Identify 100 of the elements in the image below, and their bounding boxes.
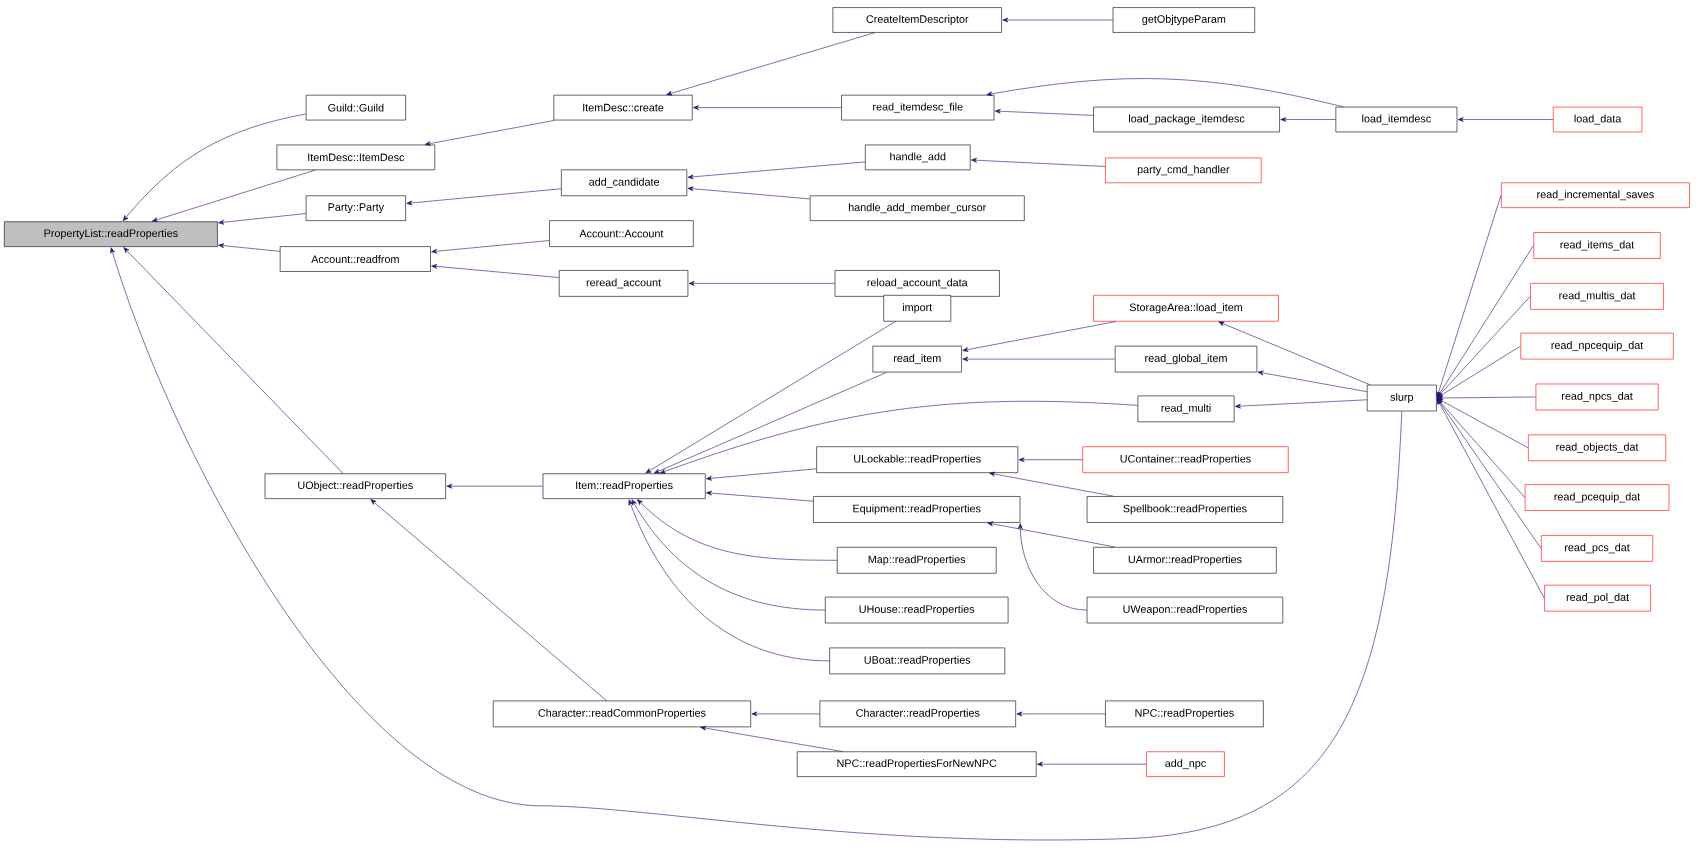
function-box: Item::readProperties [542, 473, 706, 499]
function-box: Guild::Guild [305, 94, 406, 121]
arrow [1235, 399, 1368, 409]
function-box: handle_add [865, 144, 971, 171]
function-box: read_itemdesc_file [841, 94, 995, 121]
arrow [637, 499, 838, 561]
arrow [1037, 761, 1147, 767]
function-box: CreateItemDescriptor [832, 7, 1002, 33]
arrow [666, 32, 875, 96]
function-box: add_npc [1146, 751, 1225, 777]
arrow [706, 468, 817, 481]
function-box: reread_account [558, 270, 689, 297]
arrow [152, 169, 316, 222]
function-box: getObjtypeParam [1112, 7, 1255, 33]
function-box: UWeapon::readProperties [1086, 596, 1284, 624]
function-box: Party::Party [305, 195, 406, 221]
arrow [1016, 711, 1106, 717]
arrow [218, 213, 307, 225]
function-box: read_item [872, 345, 962, 373]
arrow [1257, 370, 1368, 392]
arrow [1018, 457, 1083, 462]
arrow [218, 243, 281, 252]
function-box: handle_add_member_cursor [809, 195, 1025, 221]
arrow [1436, 194, 1502, 398]
function-box: Account::readfrom [279, 246, 431, 272]
arrow [110, 247, 1403, 841]
function-box: NPC::readPropertiesForNewNPC [796, 751, 1037, 777]
arrow [1437, 296, 1531, 398]
function-box: load_itemdesc [1335, 106, 1458, 133]
arrow [123, 247, 344, 474]
function-box: slurp [1366, 384, 1437, 412]
function-box: read_multi [1137, 395, 1235, 423]
function-box: Character::readCommonProperties [492, 700, 751, 728]
function-box: read_pol_dat [1544, 584, 1651, 612]
arrow [987, 521, 1116, 548]
arrow [687, 161, 866, 180]
arrow [1017, 523, 1088, 611]
arrow [370, 499, 607, 701]
function-box: load_data [1552, 106, 1643, 133]
arrow [693, 105, 842, 110]
function-box: Spellbook::readProperties [1086, 496, 1284, 523]
arrow [431, 240, 550, 254]
function-box: StorageArea::load_item [1093, 294, 1279, 322]
arrow [406, 188, 562, 206]
arrow [1457, 117, 1554, 122]
arrow [1436, 245, 1534, 398]
function-box: read_items_dat [1533, 232, 1661, 259]
function-box: UHouse::readProperties [825, 596, 1009, 624]
arrow [1280, 117, 1336, 122]
arrow [986, 78, 1344, 107]
arrow [653, 372, 887, 474]
arrow [994, 108, 1094, 116]
function-box: Character::readProperties [819, 700, 1016, 728]
arrow [1436, 398, 1526, 498]
function-box: read_global_item [1114, 345, 1258, 373]
function-box: import [883, 294, 952, 322]
arrow [424, 120, 555, 146]
function-box: read_npcequip_dat [1520, 332, 1674, 360]
arrow [1437, 398, 1529, 449]
arrow [971, 157, 1106, 167]
function-box: Equipment::readProperties [813, 496, 1021, 523]
arrow [1436, 398, 1545, 599]
highlighted-function-box: PropertyList::readProperties [4, 221, 218, 247]
arrow [631, 499, 826, 611]
arrow [645, 321, 896, 474]
function-box: UContainer::readProperties [1082, 446, 1289, 473]
function-box: ItemDesc::ItemDesc [276, 144, 436, 171]
function-box: read_incremental_saves [1501, 182, 1690, 208]
arrow [687, 186, 811, 200]
function-box: UObject::readProperties [264, 473, 446, 499]
arrow [1436, 398, 1542, 549]
function-box: add_candidate [561, 169, 688, 196]
arrow [122, 113, 307, 221]
function-box: load_package_itemdesc [1093, 106, 1280, 133]
arrow [751, 711, 820, 717]
function-box: read_objects_dat [1528, 434, 1667, 461]
function-box: ItemDesc::create [553, 94, 693, 121]
arrow [706, 490, 814, 502]
arrow [659, 401, 1138, 474]
arrow [1437, 345, 1521, 398]
function-box: NPC::readProperties [1105, 700, 1264, 728]
arrow [1218, 321, 1371, 385]
function-box: read_pcequip_dat [1524, 484, 1670, 511]
function-box: read_multis_dat [1530, 283, 1664, 310]
function-box: read_npcs_dat [1535, 383, 1659, 411]
arrow [1437, 395, 1536, 401]
arrow [700, 725, 843, 752]
arrow [628, 499, 830, 662]
function-box: ULockable::readProperties [816, 446, 1019, 473]
function-box: read_pcs_dat [1541, 535, 1654, 562]
function-box: Map::readProperties [836, 546, 997, 574]
function-box: UArmor::readProperties [1093, 546, 1277, 574]
arrow [1002, 17, 1113, 23]
function-box: UBoat::readProperties [829, 647, 1006, 675]
arrow [962, 356, 1116, 362]
function-box: party_cmd_handler [1105, 157, 1262, 183]
function-box: Account::Account [549, 220, 694, 247]
arrow [989, 471, 1114, 497]
arrow [446, 483, 543, 489]
arrow [688, 280, 836, 286]
